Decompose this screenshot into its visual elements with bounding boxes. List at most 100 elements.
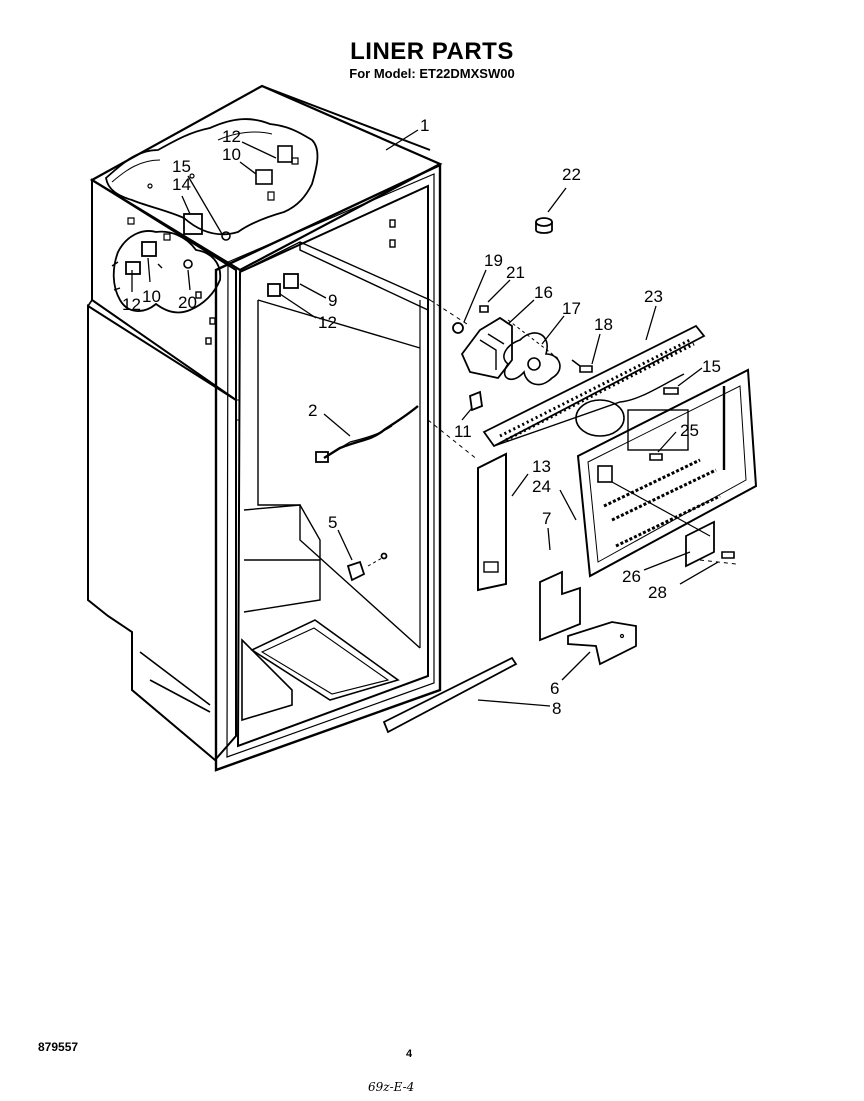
- part-22-knob: [535, 217, 553, 234]
- part-24-cover: [576, 368, 758, 578]
- part-12-lower: [125, 261, 141, 275]
- leader-11: [461, 407, 473, 421]
- document-number: 879557: [38, 1040, 79, 1054]
- part-10-lower: [141, 241, 157, 257]
- compartment-back-wall: [257, 299, 421, 649]
- socket-dash: [367, 557, 383, 567]
- leader-6: [561, 651, 591, 681]
- socket-screw: [380, 552, 388, 560]
- part-7-baffle: [539, 570, 581, 642]
- callout-21: 21: [506, 263, 525, 282]
- liner-front-frame: [214, 163, 442, 772]
- bracket-6-body: [567, 621, 637, 666]
- callout-14: 14: [172, 175, 191, 194]
- callout-10-lower: 10: [142, 287, 161, 306]
- part-10-upper: [255, 169, 273, 185]
- screw-upper-a: [147, 183, 153, 189]
- bracket-6-hole: [619, 633, 625, 639]
- model-subtitle: For Model: ET22DMXSW00: [349, 66, 515, 81]
- leader-15a: [187, 175, 223, 235]
- harness-connector: [315, 451, 329, 463]
- leader-26: [643, 551, 691, 571]
- callout-7: 7: [542, 509, 551, 528]
- leader-14: [181, 195, 191, 215]
- callout-23: 23: [644, 287, 663, 306]
- callout-5: 5: [328, 513, 337, 532]
- leader-17: [541, 315, 565, 345]
- fan-motor-assembly: [452, 305, 561, 412]
- callout-11: 11: [454, 422, 472, 441]
- fastener-square-2: [389, 239, 396, 248]
- leader-23: [645, 305, 657, 341]
- cover-window: [597, 465, 613, 483]
- callout-15-right: 15: [702, 357, 721, 376]
- frame-inner: [236, 184, 429, 748]
- panel-13-slot: [483, 561, 499, 573]
- leader-10b: [147, 257, 151, 283]
- callout-8: 8: [552, 699, 561, 718]
- knob-top: [535, 217, 553, 227]
- callout-12-inner: 12: [318, 313, 337, 332]
- leader-10a: [239, 161, 257, 175]
- cutaway-outline: [105, 118, 319, 236]
- callout-25: 25: [680, 421, 699, 440]
- fan-hub: [527, 357, 541, 371]
- harness-wire: [323, 405, 419, 460]
- part-18-screw: [571, 359, 593, 373]
- ref-dash-2: [429, 299, 471, 327]
- part-26-dash: [611, 481, 711, 537]
- part-13-panel: [477, 452, 507, 592]
- part-21-screw: [479, 305, 489, 313]
- cabinet-top-edge: [261, 85, 431, 151]
- part-28-screw: [721, 551, 735, 559]
- cover-panel-inner: [587, 385, 747, 563]
- fastener-square-1: [389, 219, 396, 228]
- left-cutaway-outline: [112, 230, 222, 314]
- callout-20: 20: [178, 293, 197, 312]
- part-25-screw: [649, 453, 663, 461]
- callout-13: 13: [532, 457, 551, 476]
- part-6-bracket: [567, 621, 637, 666]
- callout-2: 2: [308, 401, 317, 420]
- page-title: LINER PARTS: [350, 38, 514, 65]
- cover-slots: [603, 458, 721, 548]
- leader-8: [477, 699, 551, 707]
- leader-16: [507, 299, 535, 325]
- duct-fan-opening: [575, 399, 625, 437]
- cutaway-small-rects: [127, 157, 299, 241]
- leader-7: [547, 527, 551, 551]
- leader-20: [187, 269, 191, 291]
- socket-body: [346, 560, 366, 582]
- callout-12-upper: 12: [222, 127, 241, 146]
- screw-upper-b: [189, 173, 195, 179]
- callout-15-upper: 15: [172, 157, 191, 176]
- fastener-square-3: [209, 317, 216, 325]
- part-11-clip: [469, 390, 483, 412]
- part-15-screw: [221, 231, 231, 241]
- callout-22: 22: [562, 165, 581, 184]
- callout-17: 17: [562, 299, 581, 318]
- callout-18: 18: [594, 315, 613, 334]
- cabinet-base-step: [131, 632, 216, 761]
- callout-1: 1: [420, 116, 429, 135]
- leader-22: [547, 187, 567, 213]
- part-14-block: [183, 213, 203, 235]
- fastener-square-4: [205, 337, 212, 345]
- callout-16: 16: [534, 283, 553, 302]
- panel-13-body: [477, 452, 507, 592]
- fan-dash-1: [507, 319, 561, 361]
- frame-outer: [214, 163, 442, 772]
- part-8-strip: [382, 656, 518, 734]
- leader-24: [559, 489, 577, 521]
- part-15-screw-right: [663, 387, 679, 395]
- leader-1: [385, 129, 419, 151]
- callout-9: 9: [328, 291, 337, 310]
- callout-10-upper: 10: [222, 145, 241, 164]
- ref-dash-1: [427, 419, 479, 461]
- leader-5: [337, 529, 353, 561]
- leader-15b: [677, 367, 703, 387]
- callout-28: 28: [648, 583, 667, 602]
- leader-lines: [131, 129, 719, 707]
- callout-26: 26: [622, 567, 641, 586]
- cabinet-left-lower: [87, 304, 237, 762]
